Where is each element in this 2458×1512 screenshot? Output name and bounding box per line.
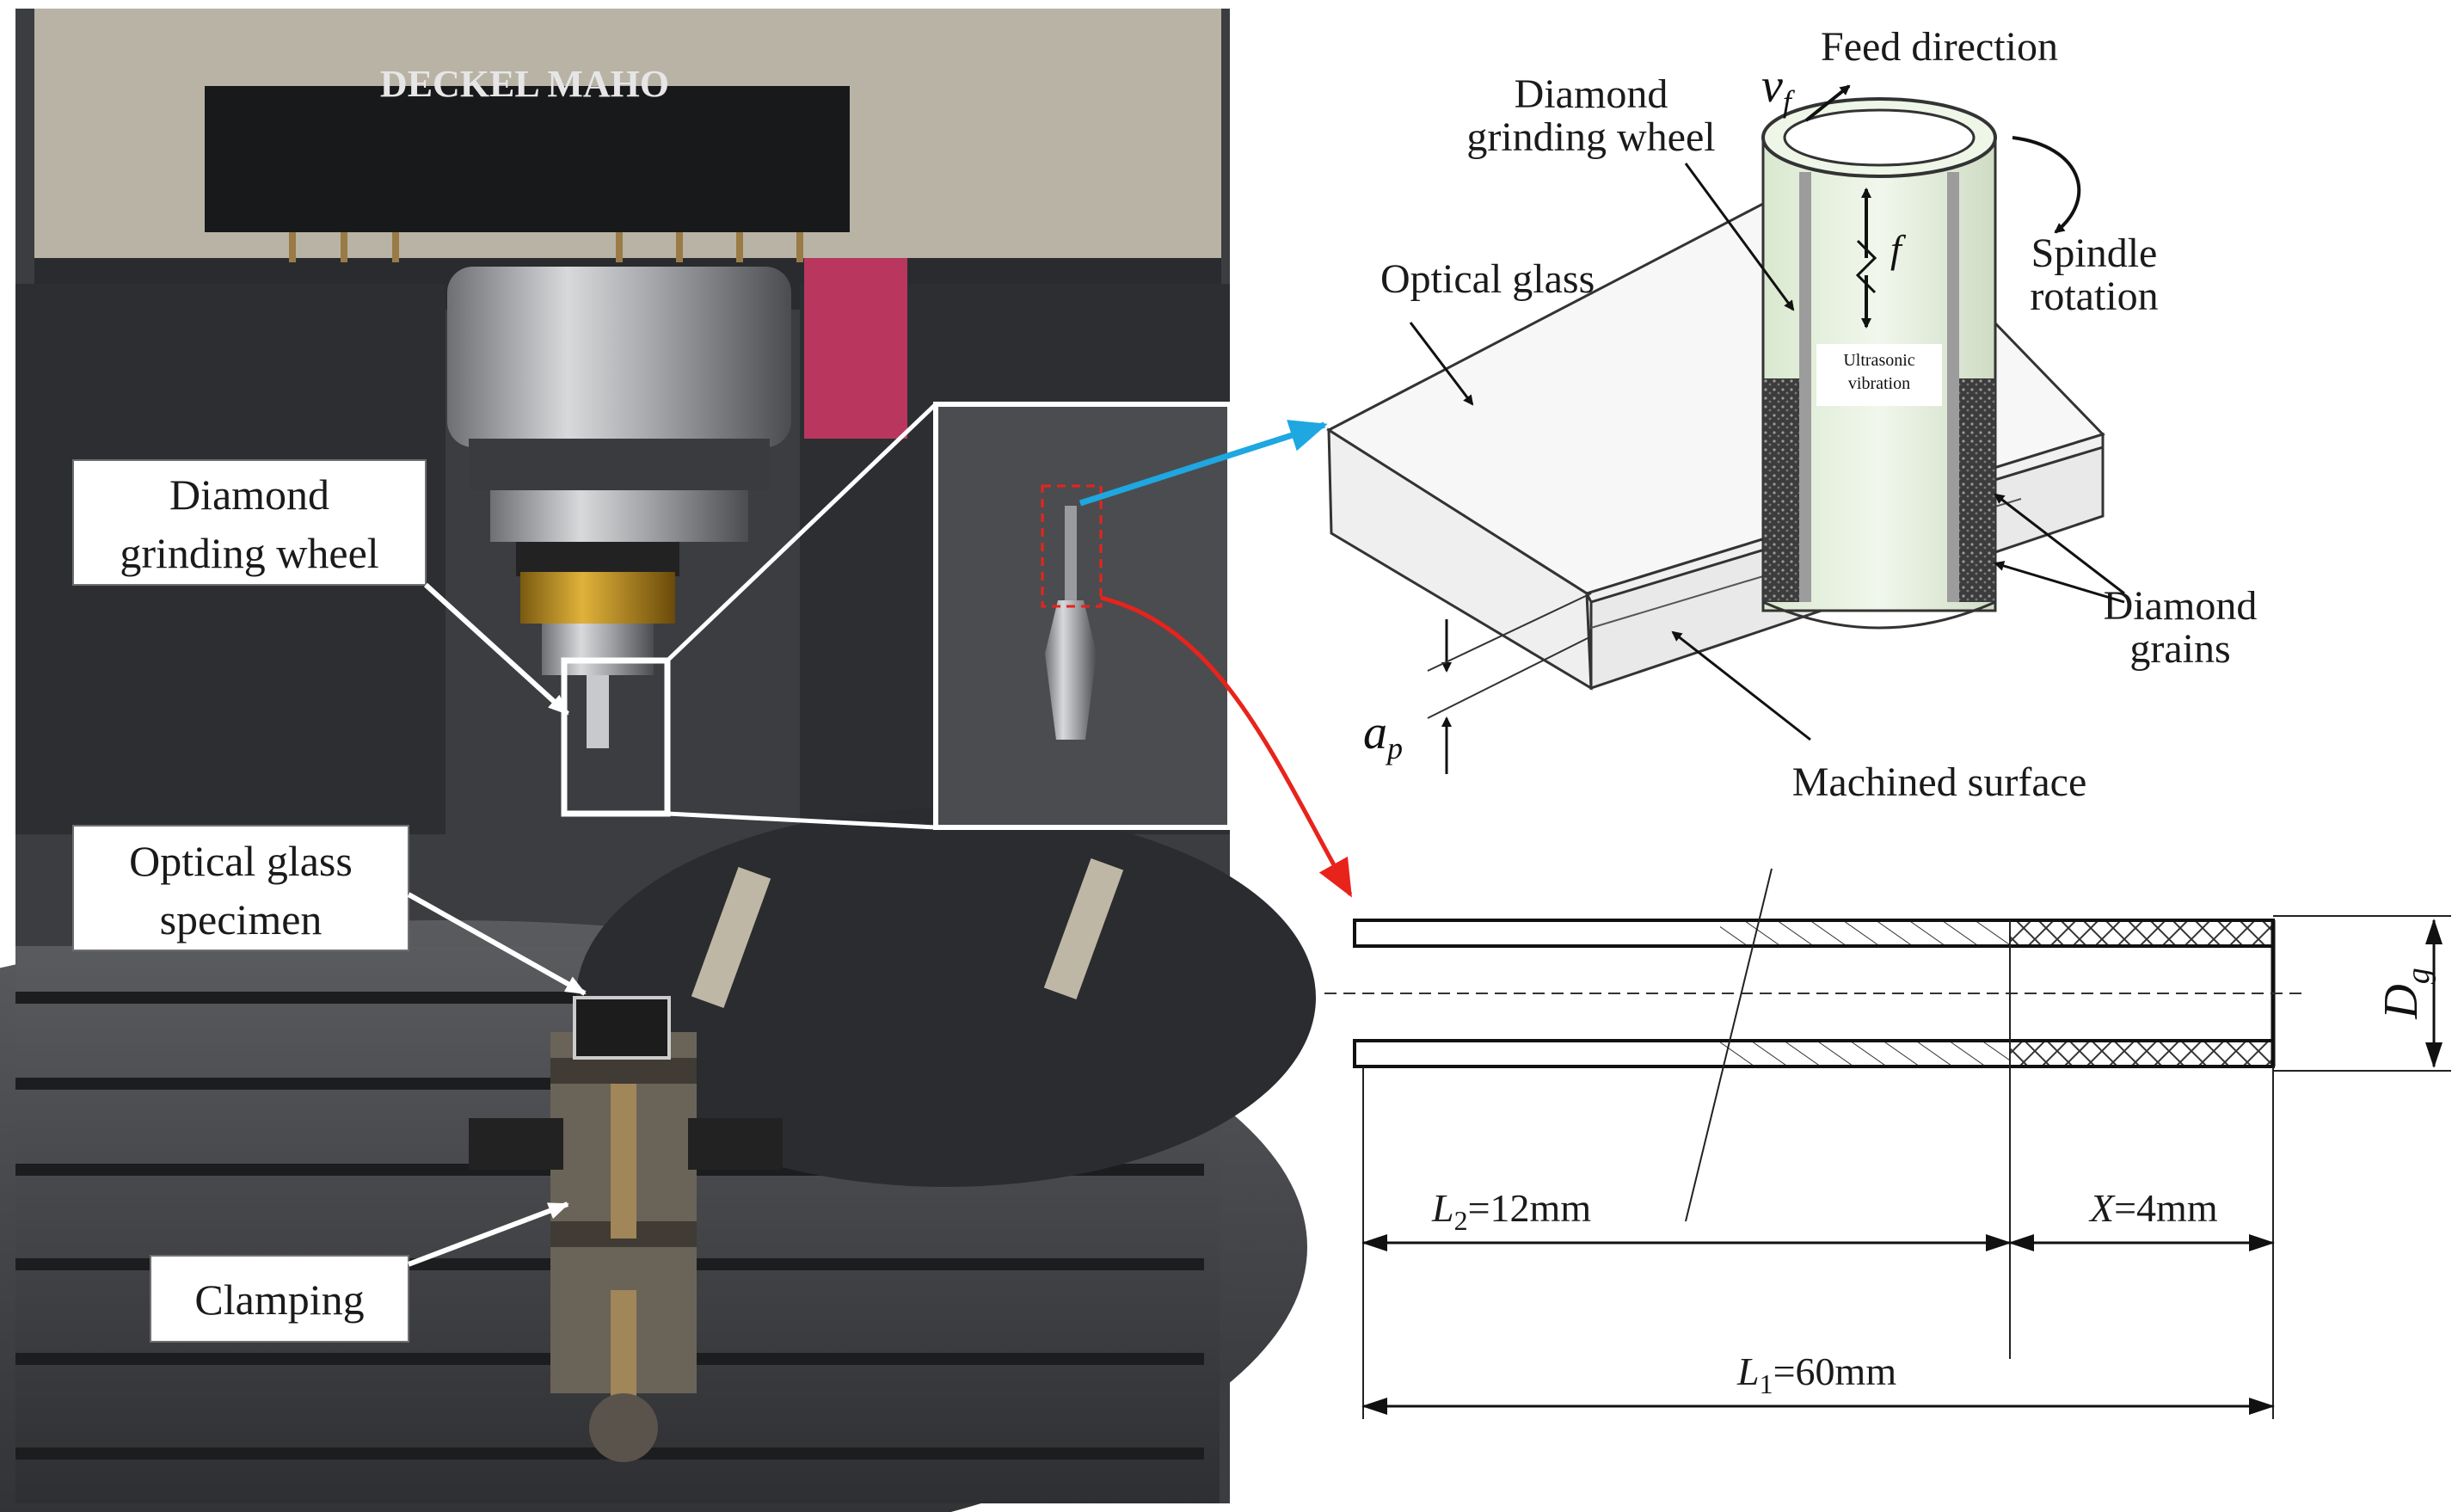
crosshatch-top [2010,922,2272,944]
svg-text:L2=12mm: L2=12mm [1431,1186,1591,1236]
ultrasonic-label-line1: Ultrasonic [1843,351,1914,370]
callout-grinding-wheel-line2: grinding wheel [120,529,378,577]
ap-symbol-main: a [1363,706,1387,759]
machine-brand-text: DECKEL MAHO [380,63,669,105]
grinding-schematic: Ultrasonic vibration f Feed direction vf… [1325,24,2258,805]
machine-photo: DECKEL MAHO [0,9,1316,1512]
spindle-rotation-arrow [2012,136,2081,234]
x-value: =4mm [2114,1186,2218,1230]
callout-specimen-line1: Optical glass [129,837,353,885]
l2-symbol-main: L [1431,1186,1454,1230]
red-pointer-arrow [1100,595,1353,898]
grain-layer-right [1959,378,1995,602]
wheel-label-line1: Diamond [1515,71,1668,117]
tool-inset-photo [933,402,1232,830]
grinding-tube: Ultrasonic vibration f [1761,97,1997,630]
spindle-label-line2: rotation [2030,274,2158,319]
callout-specimen-arrow [407,892,587,996]
hatch-bottom [1720,1042,2010,1065]
inset-red-dashed-box [1041,484,1103,608]
tool-highlight-frame [561,657,671,817]
callout-specimen-line2: specimen [160,895,323,943]
tube-dimension-drawing: Dg L2=12mm X=4mm L1=60mm [1324,868,2451,1419]
crosshatch-bottom [2010,1042,2272,1065]
x-symbol-main: X [2088,1186,2116,1230]
callout-clamping-arrow [407,1202,569,1267]
svg-text:ap: ap [1363,706,1403,765]
callout-specimen: Optical glass specimen [72,825,587,996]
blue-pointer-arrow [1078,420,1328,507]
callout-grinding-wheel-arrow [423,582,570,716]
grains-pointer-1 [1994,493,2125,595]
callout-clamping-label: Clamping [194,1275,364,1324]
grains-pointer-2 [1994,561,2125,604]
machined-surface-label: Machined surface [1792,759,2087,805]
l2-value: =12mm [1468,1186,1592,1230]
tool-magazine-bar [205,86,850,232]
optical-glass-label: Optical glass [1380,256,1595,302]
dg-symbol-main: D [2375,984,2428,1019]
ap-dimension: ap [1363,593,1592,774]
glass-specimen [573,996,671,1060]
zoom-line-bottom [667,811,937,830]
ultrasonic-label-line2: vibration [1848,374,1910,393]
spindle-label-line1: Spindle [2031,230,2158,276]
vf-symbol: vf [1761,59,1796,119]
zoom-line-top [666,403,937,662]
callout-grinding-wheel: Diamond grinding wheel [72,459,570,716]
svg-text:X=4mm: X=4mm [2088,1186,2218,1230]
ultrasonic-label-box [1816,344,1942,406]
feed-direction-arrow [1804,84,1851,122]
wheel-pointer [1684,163,1795,311]
svg-text:Dg: Dg [2375,968,2436,1019]
l1-symbol-main: L [1736,1349,1760,1393]
machined-surface-pointer [1671,630,1811,741]
callout-clamping: Clamping [150,1202,569,1343]
wheel-label-line2: grinding wheel [1466,114,1715,160]
grain-layer-left [1763,378,1799,602]
callout-grinding-wheel-line1: Diamond [169,470,329,519]
hatch-top [1720,922,2010,944]
spindle-housing [447,267,791,447]
ap-symbol-subscript: p [1385,731,1403,765]
feed-direction-label: Feed direction [1821,24,2058,70]
l1-symbol-subscript: 1 [1760,1368,1773,1399]
svg-text:L1=60mm: L1=60mm [1736,1349,1896,1399]
dg-symbol-subscript: g [2400,968,2436,984]
section-break-line [1685,868,1773,1222]
vf-symbol-main: v [1761,59,1783,113]
l2-symbol-subscript: 2 [1454,1205,1468,1236]
grains-label-line2: grains [2129,626,2230,672]
gold-collar [520,572,675,624]
optical-glass-pointer [1409,322,1474,406]
l1-value: =60mm [1773,1349,1897,1393]
grains-label-line1: Diamond [2104,583,2258,629]
